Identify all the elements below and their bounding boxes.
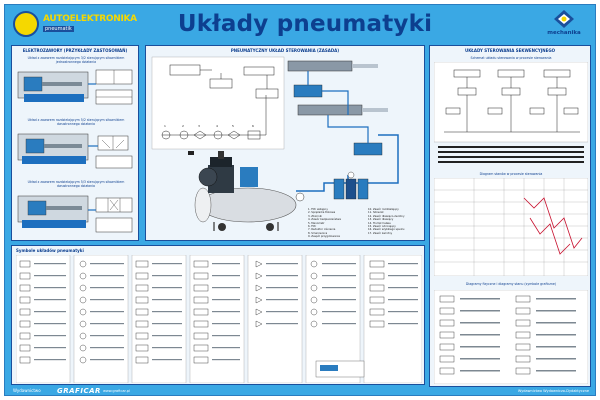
legend-item: 10. Zawór rozdzielający xyxy=(368,208,399,211)
poster-header: AUTOELEKTRONIKA pneumatik Układy pneumat… xyxy=(5,5,597,43)
logo-badge-icon xyxy=(13,11,39,37)
legend-right: 10. Zawór rozdzielający 11. Siłownik 12.… xyxy=(368,208,424,235)
graphic-symbols-diagram xyxy=(434,290,588,384)
solenoid-example-2-diagram xyxy=(17,133,133,169)
mechanika-emblem-icon xyxy=(554,10,574,28)
svg-text:3: 3 xyxy=(198,124,200,128)
legend-item: 14. Tłumik hałasu xyxy=(368,221,392,225)
svg-text:5: 5 xyxy=(232,124,234,128)
solenoid-example-3-diagram xyxy=(17,195,133,233)
svg-text:2: 2 xyxy=(182,124,184,128)
legend-item: 9. Zespół przygotowania xyxy=(308,235,340,239)
logo-right-name: mechanika xyxy=(547,30,581,36)
solenoid-example-2-title: Układ z zaworem rozdzielającym 5/2 steru… xyxy=(27,118,125,126)
solenoid-example-3-title: Układ z zaworem rozdzielającym 5/3 steru… xyxy=(27,180,125,188)
footer-url: www.graficar.pl xyxy=(103,389,130,393)
pneumatic-system-panel: PNEUMATYCZNY UKŁAD STEROWANIA (ZASADA) xyxy=(145,45,425,241)
sequence-schematic-diagram xyxy=(434,62,588,163)
legend-item: 16. Zawór szybkiego spustu xyxy=(368,228,405,232)
state-diagram xyxy=(434,178,588,276)
legend-item: 4. Zawór bezpieczeństwa xyxy=(308,218,341,222)
svg-text:6: 6 xyxy=(252,124,254,128)
pneumatic-system-diagram: 1 2 3 4 5 6 xyxy=(151,56,399,231)
solenoid-valves-panel: ELEKTROZAWORY (PRZYKŁADY ZASTOSOWAŃ) Ukł… xyxy=(11,45,139,241)
legend-item: 3. Zbiornik xyxy=(308,214,322,218)
legend-item: 2. Sprężarka tłokowa xyxy=(308,211,336,215)
legend-item: 11. Siłownik xyxy=(368,211,384,215)
poster-footer: Wydawnictwo GRAFICAR www.graficar.pl Wyd… xyxy=(5,387,597,397)
legend-item: 8. Smarownica xyxy=(308,231,328,235)
poster-background: AUTOELEKTRONIKA pneumatik Układy pneumat… xyxy=(4,4,596,396)
legend-item: 6. Filtr xyxy=(308,225,317,229)
legend-item: 17. Zawór zwrotny xyxy=(368,231,393,235)
pneumatic-symbols-panel: Symbole układów pneumatyki xyxy=(11,245,425,385)
symbols-diagram-title: Diagramy fizyczne i diagramy stanu (symb… xyxy=(465,282,557,286)
mechanika-logo: mechanika xyxy=(541,9,587,41)
legend-item: 1. Filtr wstępny xyxy=(308,208,328,211)
panel-title-solenoid: ELEKTROZAWORY (PRZYKŁADY ZASTOSOWAŃ) xyxy=(22,48,128,53)
svg-text:4: 4 xyxy=(216,124,218,128)
sequential-control-panel: UKŁADY STEROWANIA SEKWENCYJNEGO Schemat … xyxy=(429,45,591,387)
sequence-schematic-title: Schemat układu sterowania w procesie ste… xyxy=(470,56,552,60)
solenoid-example-1-title: Układ z zaworem rozdzielającym 3/2 steru… xyxy=(27,56,125,64)
legend-item: 5. Manometr xyxy=(308,221,325,225)
legend-item: 15. Zawór odcinający xyxy=(368,225,396,229)
legend-item: 13. Zawór dławiący xyxy=(368,218,394,222)
footer-publisher-label: Wydawnictwo xyxy=(13,388,41,393)
publisher-logo: AUTOELEKTRONIKA pneumatik xyxy=(13,11,137,37)
symbols-grid xyxy=(16,255,422,383)
legend-left: 1. Filtr wstępny 2. Sprężarka tłokowa 3.… xyxy=(308,208,366,239)
legend-item: 12. Zawór dławiąco-zwrotny xyxy=(368,214,405,218)
panel-title-system: PNEUMATYCZNY UKŁAD STEROWANIA (ZASADA) xyxy=(230,48,340,53)
legend-item: 7. Reduktor ciśnienia xyxy=(308,228,336,232)
panel-title-sequential: UKŁADY STEROWANIA SEKWENCYJNEGO xyxy=(464,48,556,53)
footer-brand: GRAFICAR xyxy=(57,387,101,395)
logo-left-name: AUTOELEKTRONIKA xyxy=(43,14,137,24)
solenoid-example-1-diagram xyxy=(17,69,133,105)
state-diagram-title: Diagram stanów w procesie sterowania xyxy=(479,172,543,176)
svg-text:1: 1 xyxy=(164,124,166,128)
poster-title: Układy pneumatyki xyxy=(177,11,433,37)
logo-left-sub: pneumatik xyxy=(43,26,74,32)
panel-title-symbols: Symbole układów pneumatyki xyxy=(16,248,84,253)
footer-right-text: Wydawnictwo Wydawniczo-Dydaktyczne xyxy=(517,389,589,393)
